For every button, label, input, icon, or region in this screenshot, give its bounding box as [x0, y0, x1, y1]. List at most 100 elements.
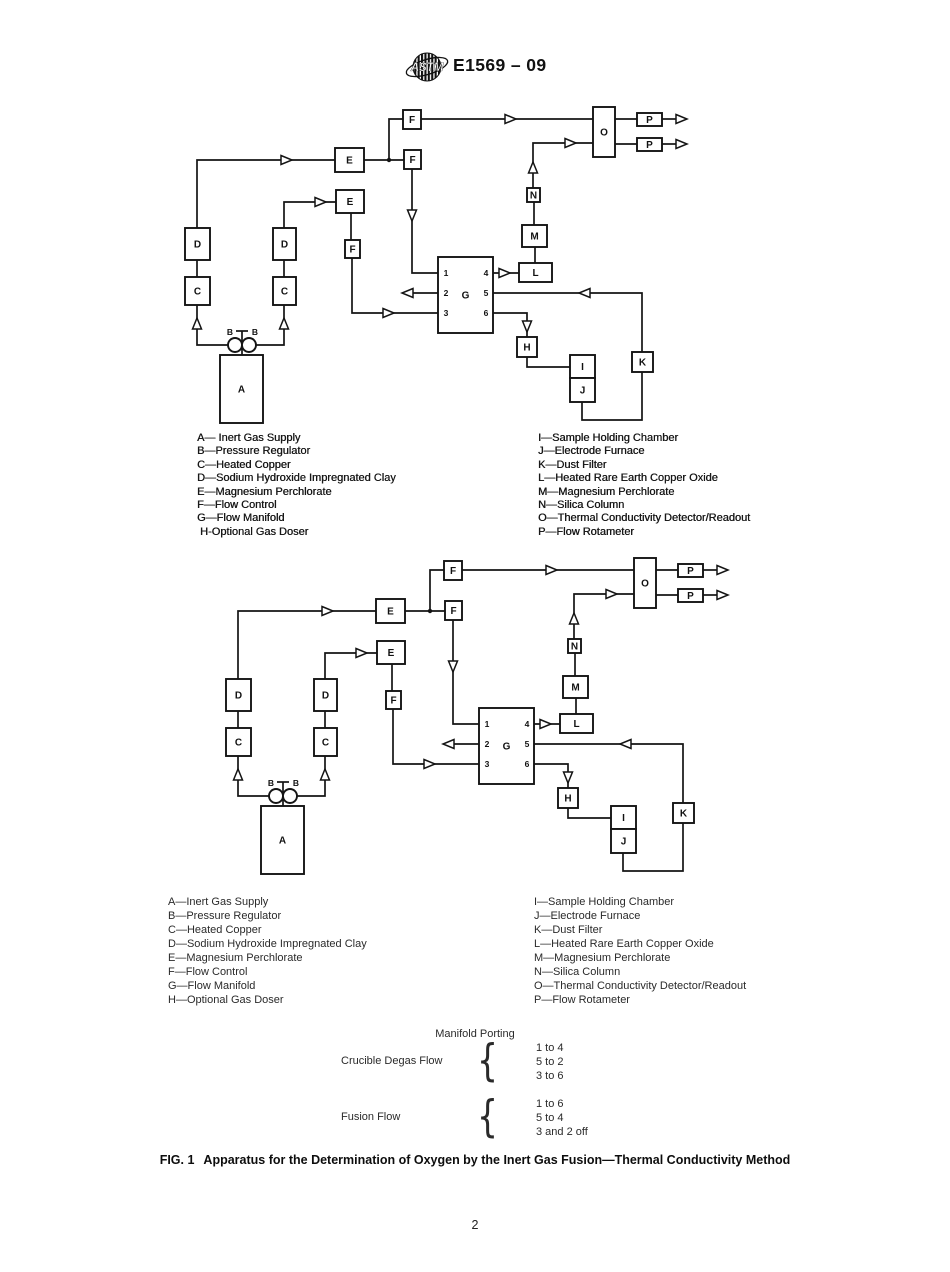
component-label: K [680, 809, 688, 820]
component-box [631, 351, 654, 373]
component-box [225, 678, 252, 712]
astm-logo-icon: ASTM [405, 52, 449, 82]
component-label: C [322, 738, 329, 749]
doc-number: E1569 – 09 [453, 55, 547, 75]
legend-item: J—Electrode Furnace [534, 910, 641, 922]
regulator-circle [227, 337, 243, 353]
flow-arrow-icon [521, 320, 533, 334]
legend-item: J—Electrode Furnace [538, 445, 645, 458]
port-label: 5 [525, 739, 530, 749]
flow-line [196, 305, 228, 346]
legend-item: A— Inert Gas Supply [197, 432, 301, 444]
manifold-group-items: 1 to 6 5 to 4 3 and 2 off [536, 1097, 588, 1139]
flow-arrow-icon [504, 113, 518, 125]
component-label: M [530, 232, 538, 243]
port-label: 4 [484, 268, 489, 278]
flow-arrow-icon [618, 738, 632, 750]
flow-arrow-icon [675, 138, 689, 150]
flow-line [526, 357, 570, 368]
component-P2: P [677, 588, 704, 603]
legend-item: E—Magnesium Perchlorate [197, 485, 332, 498]
flow-line [534, 763, 569, 788]
porting-item: 5 to 2 [536, 1056, 564, 1068]
flow-line [388, 118, 403, 160]
component-M: M [562, 675, 589, 699]
component-label: I [622, 813, 625, 824]
flow-arrow-icon [716, 589, 730, 601]
manifold-porting-title: Manifold Porting [435, 1028, 515, 1040]
component-C1: C [225, 727, 252, 757]
regulator-circle [282, 788, 298, 804]
legend-item: M—Magnesium Perchlorate [534, 952, 671, 964]
legend-item: F—Flow Control [197, 499, 277, 512]
component-J: J [569, 377, 596, 403]
legend-item: O—Thermal Conductivity Detector/Readout [534, 980, 747, 992]
flow-arrow-icon [355, 647, 369, 659]
brace-glyph: { [477, 1091, 498, 1142]
component-L: L [518, 262, 553, 283]
legend-item: O—Thermal Conductivity Detector/Readout [538, 512, 751, 525]
component-box [516, 336, 538, 358]
component-label: E [346, 156, 353, 167]
component-F3: F [344, 239, 361, 259]
component-N: N [526, 187, 541, 203]
component-box [184, 227, 211, 261]
component-I: I [569, 354, 596, 379]
component-label: H [564, 794, 571, 805]
component-box [444, 600, 463, 621]
component-box [633, 557, 657, 609]
component-A: A [219, 354, 264, 424]
regulator-label: B [293, 778, 299, 788]
component-P2: P [636, 137, 663, 152]
flow-line [532, 142, 593, 188]
manifold-group-label: Crucible Degas Flow [341, 1055, 443, 1067]
component-label: E [388, 648, 395, 659]
component-label: F [450, 566, 456, 577]
flow-arrow-icon [280, 154, 294, 166]
component-label: F [409, 155, 415, 166]
flow-line [429, 569, 444, 611]
component-box [344, 239, 361, 259]
flow-arrow-icon [314, 196, 328, 208]
component-label: D [194, 240, 201, 251]
legend-item: B—Pressure Regulator [168, 910, 282, 922]
flow-arrow-icon [527, 160, 539, 174]
legend-item: G—Flow Manifold [168, 980, 256, 992]
manifold-group-label: Fusion Flow [341, 1111, 401, 1123]
component-box [636, 137, 663, 152]
component-label: J [621, 837, 627, 848]
porting-item: 3 to 6 [536, 1070, 564, 1082]
component-label: N [571, 642, 578, 653]
component-box [636, 112, 663, 127]
legend-item: H-Optional Gas Doser [197, 525, 309, 538]
component-box [272, 227, 297, 261]
legend-item: I—Sample Holding Chamber [534, 896, 675, 908]
component-label: P [646, 140, 653, 151]
component-C2: C [313, 727, 338, 757]
component-box [334, 147, 365, 173]
legend-item: C—Heated Copper [168, 924, 262, 936]
component-box [219, 354, 264, 424]
legend-item: E—Magnesium Perchlorate [168, 952, 303, 964]
component-P1: P [677, 563, 704, 578]
port-label: 1 [485, 719, 490, 729]
legend-item: D—Sodium Hydroxide Impregnated Clay [197, 472, 396, 485]
component-box [260, 805, 305, 875]
component-label: P [646, 115, 653, 126]
flow-arrow-icon [568, 611, 580, 625]
legend-item: K—Dust Filter [538, 458, 607, 471]
legend-item: B—Pressure Regulator [197, 445, 311, 458]
component-box [521, 224, 548, 248]
component-box [313, 727, 338, 757]
component-label: C [281, 287, 288, 298]
porting-item: 1 to 4 [536, 1042, 564, 1054]
porting-item: 3 and 2 off [536, 1126, 588, 1138]
component-box [403, 149, 422, 170]
component-C1: C [184, 276, 211, 306]
port-label: 1 [444, 268, 449, 278]
component-P1: P [636, 112, 663, 127]
